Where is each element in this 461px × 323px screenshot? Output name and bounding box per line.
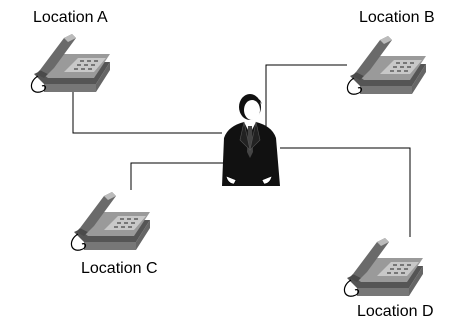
phone-location-b-icon: [346, 35, 427, 95]
location-c-label: Location C: [81, 260, 158, 277]
location-d-label: Location D: [357, 303, 434, 320]
phone-location-d-icon: [343, 237, 424, 297]
phone-location-a-icon: [30, 33, 111, 93]
phone-location-c-icon: [70, 191, 151, 251]
connection-lines: [72, 64, 411, 237]
line-to-location-b: [265, 64, 347, 128]
location-a-label: Location A: [33, 9, 108, 26]
line-to-location-d: [280, 147, 411, 237]
line-to-location-c: [130, 162, 224, 190]
businessman-icon: [222, 94, 280, 186]
line-to-location-a: [72, 92, 222, 134]
location-b-label: Location B: [359, 9, 435, 26]
